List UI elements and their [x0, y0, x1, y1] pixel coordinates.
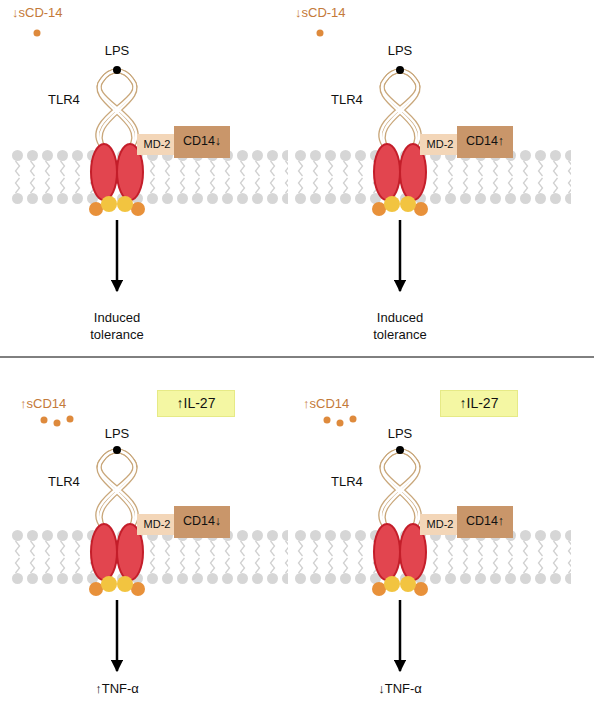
receptor-panel	[10, 446, 288, 671]
node-text: MD-2	[427, 138, 454, 150]
md2-box: MD-2	[420, 514, 460, 535]
receptor-panel	[293, 446, 571, 671]
outcome-label: ↑TNF-α	[62, 680, 172, 697]
md2-box: MD-2	[420, 134, 460, 155]
lps-label: LPS	[370, 426, 430, 442]
cd14-box: CD14↓	[174, 506, 230, 538]
outcome-label: Induced tolerance	[355, 309, 445, 343]
md2-box: MD-2	[137, 514, 177, 535]
node-text: MD-2	[144, 138, 171, 150]
node-text: MD-2	[144, 518, 171, 530]
scd14-dot	[34, 30, 41, 37]
scd14-dot	[54, 420, 61, 427]
lps-label: LPS	[370, 43, 430, 59]
scd14-label: ↓sCD-14	[295, 5, 375, 21]
scd14-label: ↓sCD-14	[12, 5, 92, 21]
scd14-dot	[337, 420, 344, 427]
receptor-panel	[293, 66, 571, 291]
node-text: ↑IL-27	[460, 396, 499, 411]
scd14-dot	[67, 416, 74, 423]
scd14-dot	[350, 416, 357, 423]
tlr4-label: TLR4	[331, 92, 381, 108]
node-text: MD-2	[427, 518, 454, 530]
tlr4-label: TLR4	[331, 474, 381, 490]
node-text: CD14↑	[466, 515, 504, 529]
node-text: CD14↑	[466, 135, 504, 149]
lps-label: LPS	[87, 43, 147, 59]
scd14-dot	[41, 417, 48, 424]
panel-divider	[0, 357, 594, 358]
scd14-label: ↑sCD14	[303, 396, 383, 412]
outcome-label: ↓TNF-α	[345, 680, 455, 697]
cd14-box: CD14↑	[457, 506, 513, 538]
scd14-dot	[317, 30, 324, 37]
node-text: ↑IL-27	[177, 396, 216, 411]
lps-label: LPS	[87, 426, 147, 442]
scd14-dot	[324, 417, 331, 424]
outcome-label: Induced tolerance	[72, 309, 162, 343]
node-text: CD14↓	[183, 515, 221, 529]
cd14-box: CD14↓	[174, 126, 230, 158]
tlr4-label: TLR4	[48, 474, 98, 490]
scd14-label: ↑sCD14	[20, 396, 100, 412]
tlr4-label: TLR4	[48, 92, 98, 108]
il27-box: ↑IL-27	[157, 390, 235, 417]
md2-box: MD-2	[137, 134, 177, 155]
receptor-panel	[10, 66, 288, 291]
il27-box: ↑IL-27	[440, 390, 518, 417]
cd14-box: CD14↑	[457, 126, 513, 158]
node-text: CD14↓	[183, 135, 221, 149]
